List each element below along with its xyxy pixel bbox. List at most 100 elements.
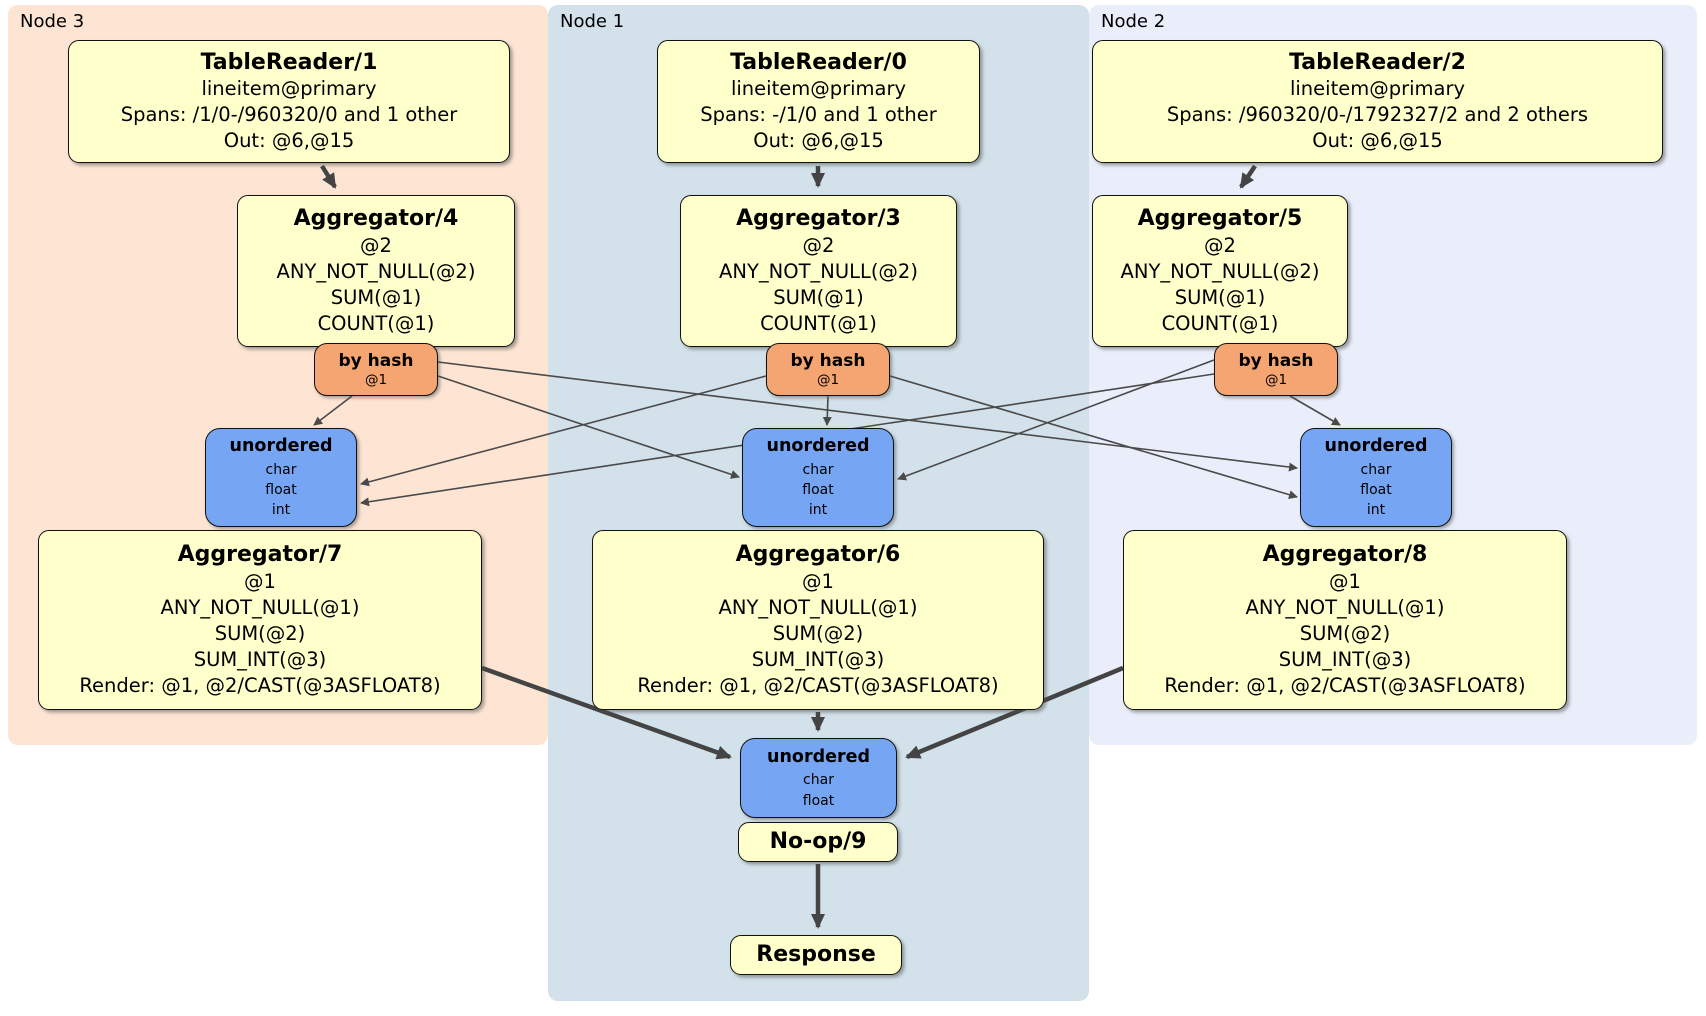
edge-router1-sync3 <box>360 375 767 487</box>
unordered-sync-node1: unordered char float int <box>742 428 894 527</box>
processor-detail: @2 <box>802 233 835 257</box>
sync-stream-type: int <box>1366 502 1386 519</box>
processor-detail: @2 <box>360 233 392 257</box>
processor-detail: COUNT(@1) <box>317 311 435 335</box>
processor-detail: SUM(@2) <box>1299 621 1391 645</box>
edge-router1-sync2 <box>889 375 1298 500</box>
edge-router3-sync1 <box>437 375 740 479</box>
unordered-sync-node2: unordered char float int <box>1300 428 1452 527</box>
processor-detail: ANY_NOT_NULL(@2) <box>276 259 476 283</box>
processor-detail: SUM(@2) <box>772 621 864 645</box>
processor-detail: SUM(@1) <box>773 285 864 309</box>
processor-title: TableReader/2 <box>1289 49 1466 75</box>
table-reader-0-box: TableReader/0 lineitem@primary Spans: -/… <box>657 40 980 163</box>
processor-detail: SUM(@1) <box>1174 285 1266 309</box>
processor-detail: SUM_INT(@3) <box>751 647 885 671</box>
processor-detail: @1 <box>244 569 276 593</box>
processor-detail: COUNT(@1) <box>760 311 877 335</box>
processor-detail: lineitem@primary <box>1289 77 1466 101</box>
edge-router2-sync2 <box>1289 395 1341 426</box>
sync-stream-type: float <box>802 792 835 809</box>
router-detail: @1 <box>1264 371 1288 388</box>
processor-detail: lineitem@primary <box>201 77 377 101</box>
sync-stream-type: float <box>802 482 834 499</box>
processor-title: Aggregator/6 <box>735 542 901 568</box>
router-title: by hash <box>1238 351 1314 372</box>
processor-detail: SUM_INT(@3) <box>1278 647 1412 671</box>
hash-router-node3: by hash @1 <box>314 343 438 396</box>
sync-stream-type: char <box>265 461 297 478</box>
router-detail: @1 <box>364 371 388 388</box>
processor-detail: @1 <box>802 569 834 593</box>
processor-detail: ANY_NOT_NULL(@2) <box>719 259 918 283</box>
processor-detail: Render: @1, @2/CAST(@3ASFLOAT8) <box>79 673 441 697</box>
processor-detail: SUM(@1) <box>330 285 422 309</box>
router-detail: @1 <box>816 371 840 388</box>
processor-detail: ANY_NOT_NULL(@1) <box>160 595 360 619</box>
aggregator-3-box: Aggregator/3 @2 ANY_NOT_NULL(@2) SUM(@1)… <box>680 195 957 347</box>
aggregator-7-box: Aggregator/7 @1 ANY_NOT_NULL(@1) SUM(@2)… <box>38 530 482 710</box>
processor-title: No-op/9 <box>769 829 867 855</box>
table-reader-1-box: TableReader/1 lineitem@primary Spans: /1… <box>68 40 510 163</box>
processor-detail: SUM(@2) <box>214 621 306 645</box>
processor-title: TableReader/0 <box>730 49 907 75</box>
edge-router1-sync1 <box>822 395 832 426</box>
processor-title: Aggregator/5 <box>1137 206 1303 232</box>
processor-detail: ANY_NOT_NULL(@1) <box>1245 595 1445 619</box>
processor-title: Response <box>756 942 876 968</box>
processor-detail: COUNT(@1) <box>1161 311 1279 335</box>
edge-router2-sync1 <box>897 359 1215 481</box>
processor-title: Aggregator/8 <box>1262 542 1428 568</box>
processor-title: Aggregator/4 <box>293 206 459 232</box>
processor-detail: Out: @6,@15 <box>223 129 355 153</box>
sync-stream-type: int <box>271 502 291 519</box>
processor-detail: Out: @6,@15 <box>1312 129 1443 153</box>
unordered-sync-node3: unordered char float int <box>205 428 357 527</box>
sync-title: unordered <box>766 436 870 457</box>
processor-detail: Spans: /1/0-/960320/0 and 1 other <box>120 103 458 127</box>
processor-detail: lineitem@primary <box>730 77 907 101</box>
processor-detail: @1 <box>1329 569 1361 593</box>
sync-stream-type: char <box>803 772 834 789</box>
processor-detail: @2 <box>1204 233 1236 257</box>
response-box: Response <box>730 935 902 975</box>
processor-detail: Out: @6,@15 <box>753 129 884 153</box>
sync-title: unordered <box>767 747 870 768</box>
edge-router3-sync3 <box>313 395 353 426</box>
sync-title: unordered <box>1324 436 1428 457</box>
sync-stream-type: char <box>802 461 834 478</box>
aggregator-4-box: Aggregator/4 @2 ANY_NOT_NULL(@2) SUM(@1)… <box>237 195 515 347</box>
processor-detail: Render: @1, @2/CAST(@3ASFLOAT8) <box>1164 673 1526 697</box>
router-title: by hash <box>338 351 414 372</box>
sync-stream-type: int <box>808 502 828 519</box>
processor-title: Aggregator/7 <box>177 542 343 568</box>
node3-label: Node 3 <box>20 11 85 32</box>
noop-9-box: No-op/9 <box>738 822 898 862</box>
node1-label: Node 1 <box>560 11 625 32</box>
unordered-sync-final: unordered char float <box>740 738 897 818</box>
processor-detail: Render: @1, @2/CAST(@3ASFLOAT8) <box>637 673 999 697</box>
sync-title: unordered <box>229 436 333 457</box>
hash-router-node1: by hash @1 <box>766 343 890 396</box>
sync-stream-type: float <box>1360 482 1392 499</box>
router-title: by hash <box>790 351 866 372</box>
aggregator-6-box: Aggregator/6 @1 ANY_NOT_NULL(@1) SUM(@2)… <box>592 530 1044 710</box>
processor-detail: ANY_NOT_NULL(@1) <box>718 595 918 619</box>
aggregator-5-box: Aggregator/5 @2 ANY_NOT_NULL(@2) SUM(@1)… <box>1092 195 1348 347</box>
edge-tablereader1-aggregator4 <box>320 164 337 189</box>
edge-aggregator7-final-sync <box>481 665 732 760</box>
processor-title: Aggregator/3 <box>736 206 901 232</box>
edge-router3-sync2 <box>437 361 1298 472</box>
edge-tablereader2-aggregator5 <box>1239 164 1257 189</box>
processor-title: TableReader/1 <box>200 49 378 75</box>
processor-detail: Spans: /960320/0-/1792327/2 and 2 others <box>1166 103 1589 127</box>
hash-router-node2: by hash @1 <box>1214 343 1338 396</box>
processor-detail: Spans: -/1/0 and 1 other <box>700 103 937 127</box>
node2-label: Node 2 <box>1101 11 1166 32</box>
processor-detail: ANY_NOT_NULL(@2) <box>1120 259 1320 283</box>
aggregator-8-box: Aggregator/8 @1 ANY_NOT_NULL(@1) SUM(@2)… <box>1123 530 1567 710</box>
sync-stream-type: float <box>265 482 297 499</box>
edge-aggregator8-final-sync <box>905 665 1124 760</box>
